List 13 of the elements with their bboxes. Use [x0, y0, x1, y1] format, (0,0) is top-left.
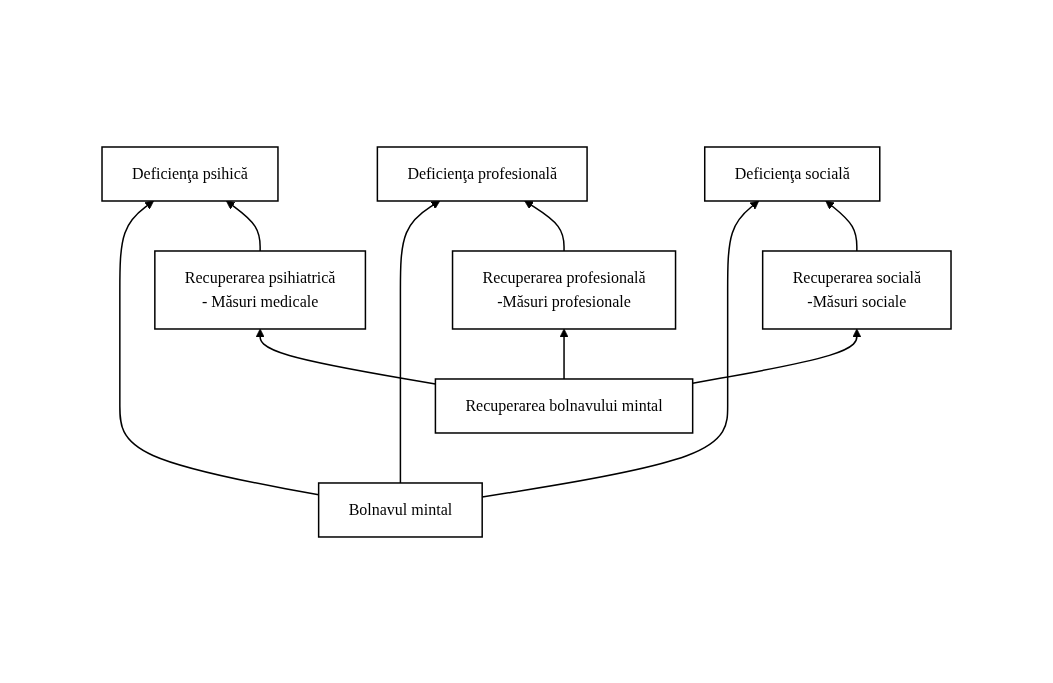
arrow — [524, 200, 565, 252]
arrow — [226, 200, 261, 252]
node-box: Recuperarea profesională -Măsuri profesionale — [451, 249, 677, 330]
arrow — [825, 200, 858, 252]
arrow — [559, 328, 569, 380]
node-box: Deficienţa psihică — [101, 145, 279, 202]
node-box: Recuperarea psihiatrică - Măsuri medicale — [154, 249, 367, 330]
node-box: Recuperarea socială -Măsuri sociale — [761, 249, 952, 330]
node-box: Recuperarea bolnavului mintal — [434, 377, 694, 434]
node-box: Deficienţa socială — [703, 145, 881, 202]
node-box: Bolnavul mintal — [317, 481, 483, 538]
node-box: Deficienţa profesională — [376, 145, 588, 202]
arrow — [399, 200, 441, 484]
